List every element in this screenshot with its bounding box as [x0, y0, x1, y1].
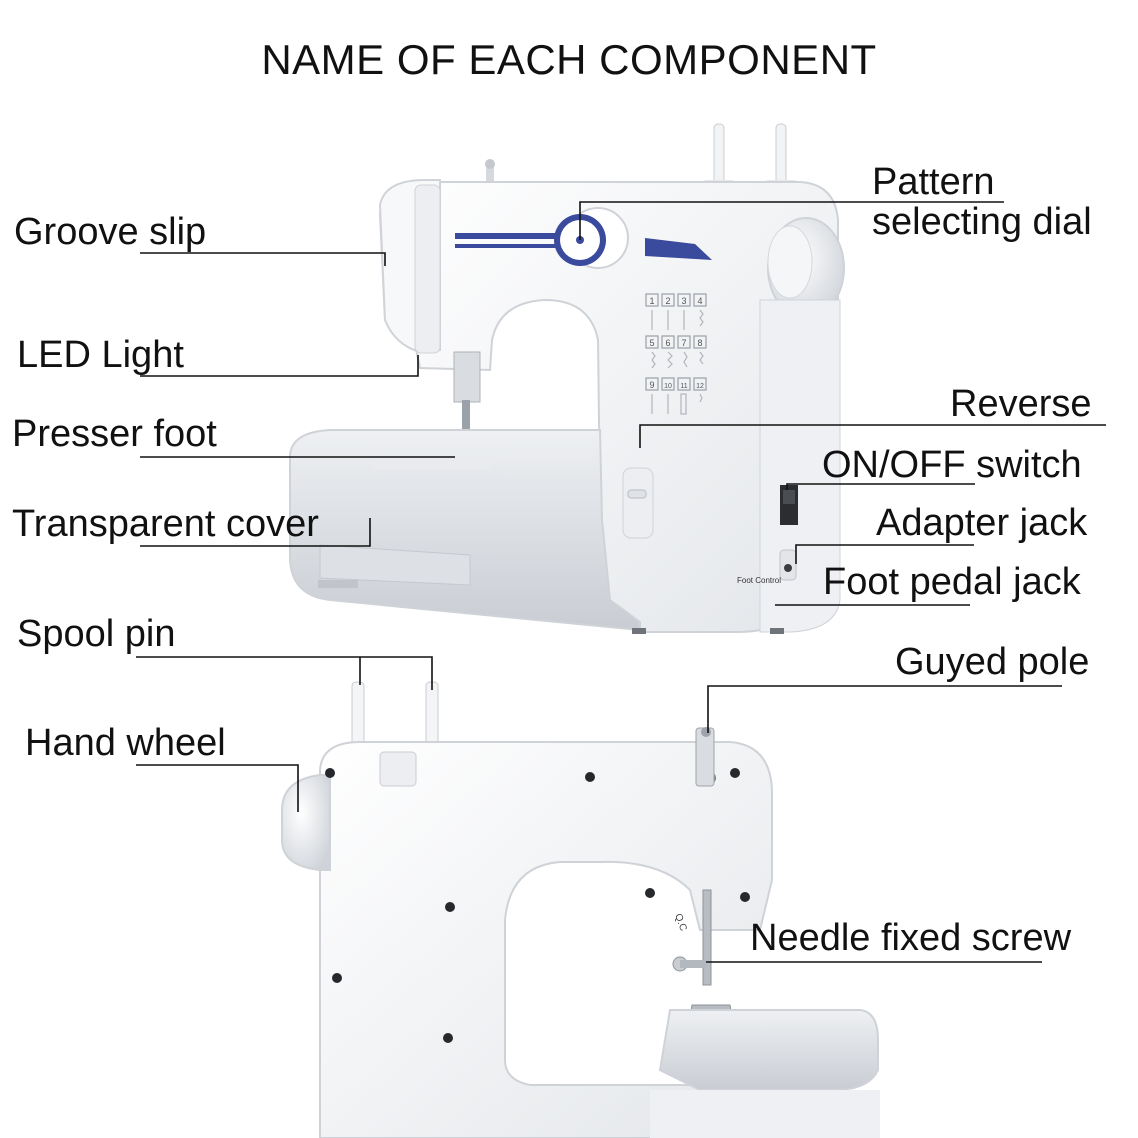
- leader-transparent-cover: [140, 518, 371, 547]
- leader-spool-pin: [136, 656, 433, 690]
- stitch-number-11: 11: [680, 383, 687, 390]
- stitch-number-4: 4: [697, 296, 702, 306]
- foot-control-marking: Foot Control: [737, 576, 781, 585]
- stitch-number-12: 12: [696, 383, 704, 390]
- label-on-off-switch: ON/OFF switch: [822, 444, 1082, 486]
- stitch-number-6: 6: [665, 338, 670, 348]
- label-reverse: Reverse: [950, 383, 1092, 425]
- label-led-light: LED Light: [17, 334, 184, 376]
- label-groove-slip: Groove slip: [14, 211, 207, 253]
- leader-groove-slip: [140, 252, 386, 266]
- label-spool-pin: Spool pin: [17, 613, 176, 655]
- leader-hand-wheel: [136, 764, 299, 812]
- stitch-number-3: 3: [681, 296, 686, 306]
- front-view-machine: [289, 123, 845, 634]
- leader-reverse: [639, 424, 1106, 448]
- label-needle-fixed-screw: Needle fixed screw: [750, 917, 1072, 959]
- leader-led-light: [140, 355, 419, 377]
- label-transparent-cover: Transparent cover: [12, 503, 319, 545]
- stitch-number-1: 1: [649, 296, 654, 306]
- label-hand-wheel: Hand wheel: [25, 722, 226, 764]
- stitch-number-9: 9: [649, 380, 654, 390]
- label-guyed-pole: Guyed pole: [895, 641, 1090, 683]
- leader-lines: [136, 201, 1106, 963]
- label-pattern-selecting-dial: Pattern selecting dial: [872, 161, 1092, 243]
- rear-view-machine: [281, 681, 880, 1138]
- stitch-number-7: 7: [681, 338, 686, 348]
- stitch-number-8: 8: [697, 338, 702, 348]
- diagram-title: NAME OF EACH COMPONENT: [261, 36, 877, 83]
- label-foot-pedal-jack: Foot pedal jack: [823, 561, 1081, 603]
- label-adapter-jack: Adapter jack: [876, 502, 1088, 544]
- leader-pattern-dial: [579, 201, 1004, 240]
- leader-adapter-jack: [795, 544, 974, 564]
- stitch-number-2: 2: [665, 296, 670, 306]
- label-presser-foot: Presser foot: [12, 413, 217, 455]
- leader-guyed-pole: [707, 685, 1062, 733]
- stitch-number-5: 5: [649, 338, 654, 348]
- qc-marking: Q.C: [672, 912, 688, 932]
- leader-on-off: [786, 483, 975, 490]
- stitch-number-10: 10: [664, 383, 672, 390]
